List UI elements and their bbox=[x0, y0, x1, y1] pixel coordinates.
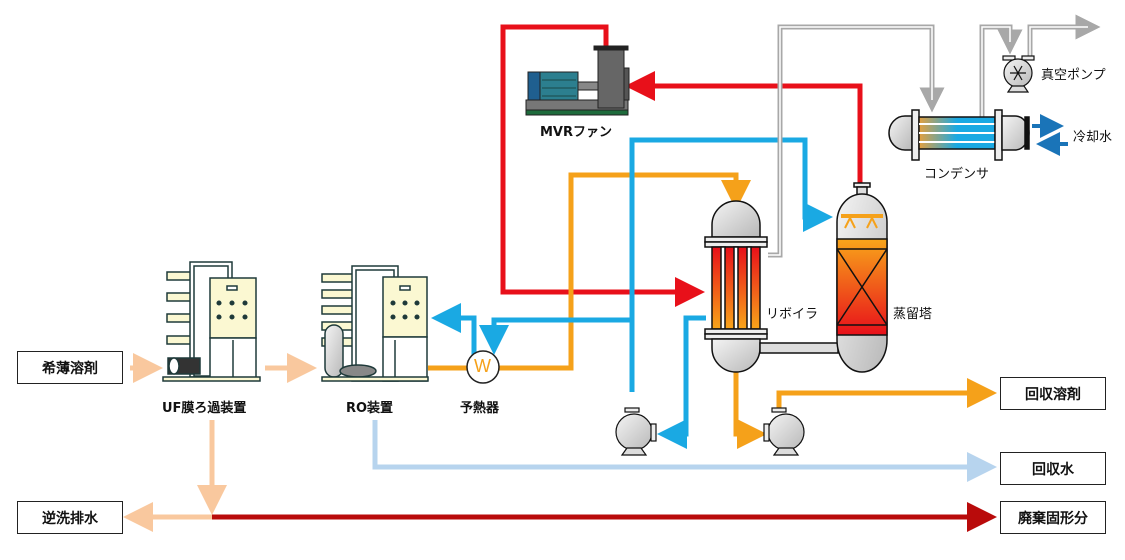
reboiler-label: リボイラ bbox=[766, 307, 819, 322]
pipe-gas-reboiler-to-condenser-inner bbox=[768, 26, 933, 256]
vacuum-pump-label: 真空ポンプ bbox=[1041, 68, 1106, 83]
condenser bbox=[888, 109, 1030, 161]
preheater bbox=[466, 350, 500, 384]
pipe-recovered-water bbox=[372, 420, 997, 482]
ro-unit bbox=[321, 265, 429, 382]
distillation-tower-label: 蒸留塔 bbox=[893, 307, 933, 322]
water-pump bbox=[615, 407, 657, 456]
pipe-reboiler-to-pump-blue bbox=[657, 315, 706, 449]
pipe-mvr-to-reboiler bbox=[500, 24, 705, 307]
output-waste-solids-label: 廃棄固形分 bbox=[1018, 510, 1088, 527]
reboiler bbox=[704, 200, 839, 373]
mvr-fan-label: MVRファン bbox=[540, 125, 613, 140]
output-backwash-drain: 逆洗排水 bbox=[17, 501, 123, 534]
distillation-tower bbox=[836, 182, 888, 373]
pipe-condenser-to-vacuum-inner bbox=[981, 26, 1011, 118]
preheater-label: 予熱器 bbox=[460, 401, 500, 416]
output-recovered-water: 回収水 bbox=[1000, 452, 1106, 485]
solvent-pump bbox=[763, 407, 805, 456]
pipe-vapor-to-mvr bbox=[625, 71, 863, 192]
output-recovered-solvent-label: 回収溶剤 bbox=[1025, 386, 1081, 403]
pipe-vacuum-exhaust-inner bbox=[1029, 26, 1088, 57]
output-backwash-drain-label: 逆洗排水 bbox=[42, 510, 98, 527]
ro-label: RO装置 bbox=[346, 401, 394, 416]
input-dilute-solvent-label: 希薄溶剤 bbox=[42, 360, 98, 377]
pipe-preheater-to-ro bbox=[431, 303, 477, 355]
preheater-symbol: W bbox=[474, 356, 491, 376]
uf-label: UF膜ろ過装置 bbox=[162, 401, 247, 416]
output-recovered-solvent: 回収溶剤 bbox=[1000, 377, 1106, 410]
condenser-label: コンデンサ bbox=[924, 167, 990, 182]
cooling-water-label: 冷却水 bbox=[1073, 130, 1113, 145]
pipe-pump-to-recovered-solvent bbox=[776, 378, 997, 412]
output-waste-solids: 廃棄固形分 bbox=[1000, 501, 1106, 534]
vacuum-pump bbox=[1002, 55, 1035, 93]
pipe-water-to-ro bbox=[479, 317, 632, 355]
output-recovered-water-label: 回収水 bbox=[1032, 461, 1074, 478]
pipe-reboiler-to-pump bbox=[733, 372, 767, 449]
pipe-preheater-to-reboiler bbox=[497, 172, 751, 371]
uf-unit bbox=[162, 261, 261, 382]
mvr-fan bbox=[525, 45, 630, 116]
pipe-water-to-tower bbox=[629, 137, 833, 392]
pipe-vacuum-exhaust bbox=[1027, 14, 1101, 57]
input-dilute-solvent: 希薄溶剤 bbox=[17, 351, 123, 384]
